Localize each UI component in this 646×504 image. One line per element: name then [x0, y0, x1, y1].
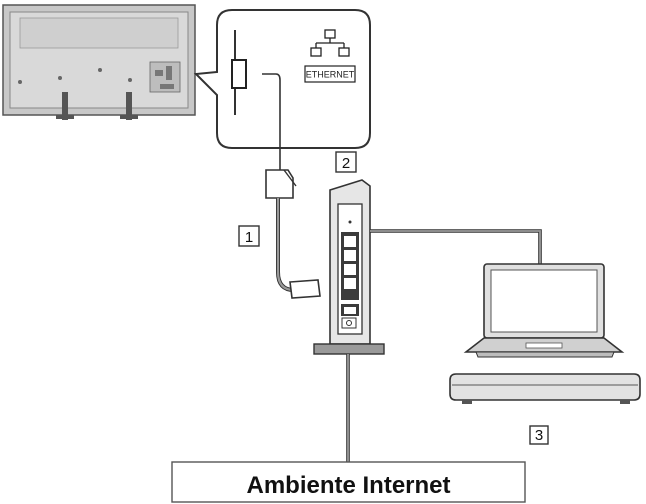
network-icon	[310, 29, 350, 57]
port-zoom-callout: ETHERNET	[193, 9, 371, 170]
tv-rear-panel	[2, 4, 196, 120]
ethernet-label: ETHERNET	[306, 70, 355, 80]
router	[313, 179, 385, 355]
callout-cable-number: 1	[245, 229, 253, 246]
ethernet-port	[231, 59, 247, 89]
callout-cable: 1	[238, 225, 260, 247]
callout-devices-number: 3	[535, 427, 543, 444]
lan-cable	[265, 169, 321, 299]
callout-devices: 3	[529, 425, 549, 445]
callout-router-number: 2	[342, 155, 350, 172]
internet-box: Ambiente Internet	[171, 461, 526, 503]
internet-label: Ambiente Internet	[246, 472, 450, 499]
media-player	[449, 373, 641, 404]
laptop	[463, 263, 625, 358]
callout-router: 2	[335, 151, 357, 173]
